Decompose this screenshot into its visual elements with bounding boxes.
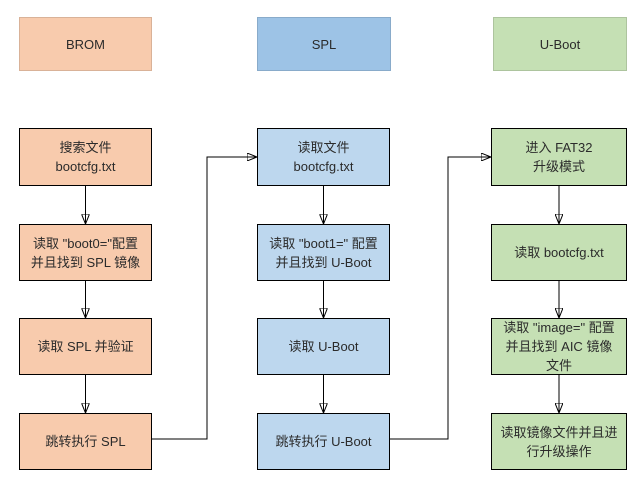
- column-header-spl: SPL: [257, 17, 391, 71]
- step-brom-jump-to-spl: 跳转执行 SPL: [19, 413, 152, 470]
- column-header-brom: BROM: [19, 17, 152, 71]
- step-brom-read-boot0-config: 读取 "boot0="配置 并且找到 SPL 镜像: [19, 224, 152, 281]
- step-brom-search-bootcfg: 搜索文件 bootcfg.txt: [19, 128, 152, 186]
- column-header-uboot: U-Boot: [493, 17, 627, 71]
- connector-brom-to-spl: [152, 157, 257, 440]
- step-uboot-enter-fat32-upgrade: 进入 FAT32 升级模式: [491, 128, 627, 186]
- step-uboot-read-image-upgrade: 读取镜像文件并且进 行升级操作: [491, 413, 627, 470]
- step-uboot-read-bootcfg: 读取 bootcfg.txt: [491, 224, 627, 281]
- step-brom-read-verify-spl: 读取 SPL 并验证: [19, 318, 152, 375]
- connector-spl-to-uboot: [390, 157, 491, 440]
- step-spl-read-uboot: 读取 U-Boot: [257, 318, 390, 375]
- step-spl-jump-to-uboot: 跳转执行 U-Boot: [257, 413, 390, 470]
- step-spl-read-bootcfg: 读取文件 bootcfg.txt: [257, 128, 390, 186]
- step-uboot-read-image-config: 读取 "image=" 配置 并且找到 AIC 镜像 文件: [491, 318, 627, 375]
- step-spl-read-boot1-config: 读取 "boot1=" 配置 并且找到 U-Boot: [257, 224, 390, 281]
